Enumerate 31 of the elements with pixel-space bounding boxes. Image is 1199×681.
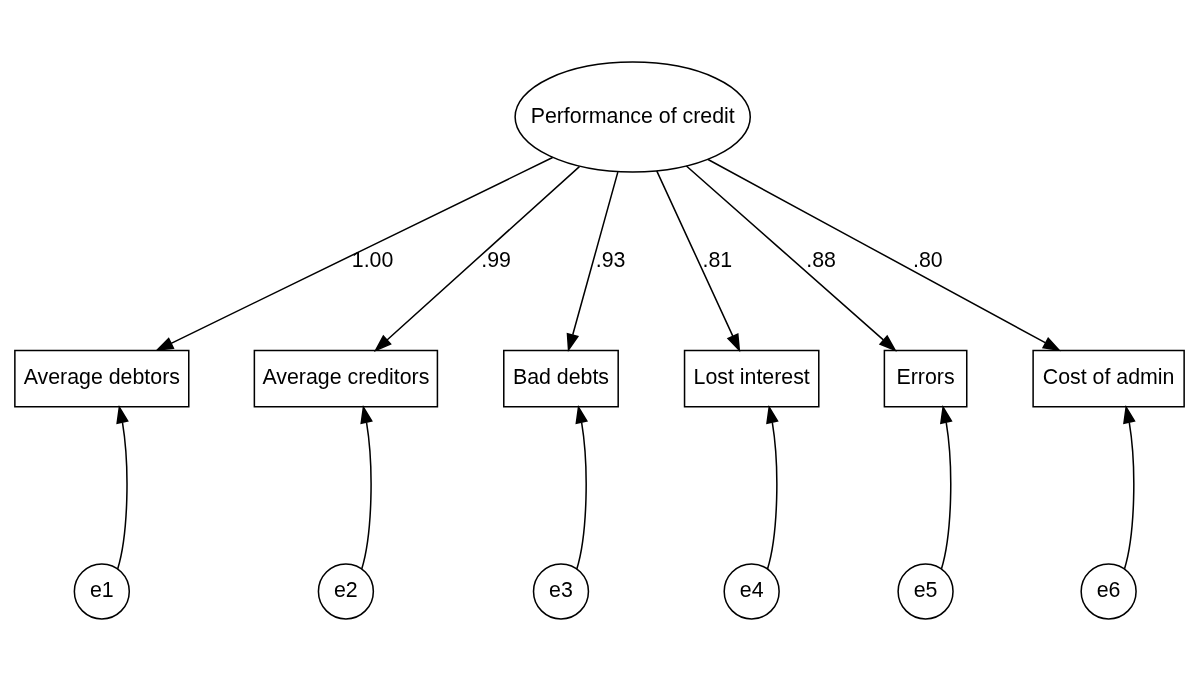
arrow bbox=[155, 156, 554, 352]
arrow bbox=[566, 171, 619, 353]
edge-label: .80 bbox=[913, 247, 943, 272]
node-circle: e1 bbox=[73, 563, 131, 620]
node-box: Average creditors bbox=[253, 349, 439, 408]
edge-label: .93 bbox=[595, 247, 626, 272]
node-box: Bad debts bbox=[503, 349, 619, 408]
edge-label: .81 bbox=[702, 247, 733, 272]
node-circle: e6 bbox=[1080, 563, 1137, 620]
arrow bbox=[685, 165, 897, 352]
arrow bbox=[116, 404, 129, 570]
node-ellipse: Performance of credit bbox=[514, 61, 751, 173]
edge-label: 1.00 bbox=[351, 247, 394, 272]
node-circle: e2 bbox=[317, 563, 375, 620]
arrow bbox=[373, 165, 581, 352]
edge-label: .88 bbox=[806, 247, 836, 272]
arrow bbox=[360, 404, 373, 570]
node-circle: e4 bbox=[723, 563, 780, 620]
arrow bbox=[707, 158, 1062, 352]
node-box: Lost interest bbox=[683, 349, 820, 408]
arrow bbox=[940, 404, 953, 570]
node-box: Errors bbox=[883, 349, 968, 408]
edge-label: .99 bbox=[481, 247, 511, 272]
arrow bbox=[1123, 404, 1136, 570]
arrow bbox=[656, 170, 741, 353]
node-circle: e3 bbox=[532, 563, 590, 620]
arrow bbox=[766, 404, 779, 570]
node-box: Cost of admin bbox=[1032, 349, 1185, 408]
node-circle: e5 bbox=[897, 563, 954, 620]
arrow bbox=[575, 404, 589, 570]
node-box: Average debtors bbox=[14, 349, 190, 408]
